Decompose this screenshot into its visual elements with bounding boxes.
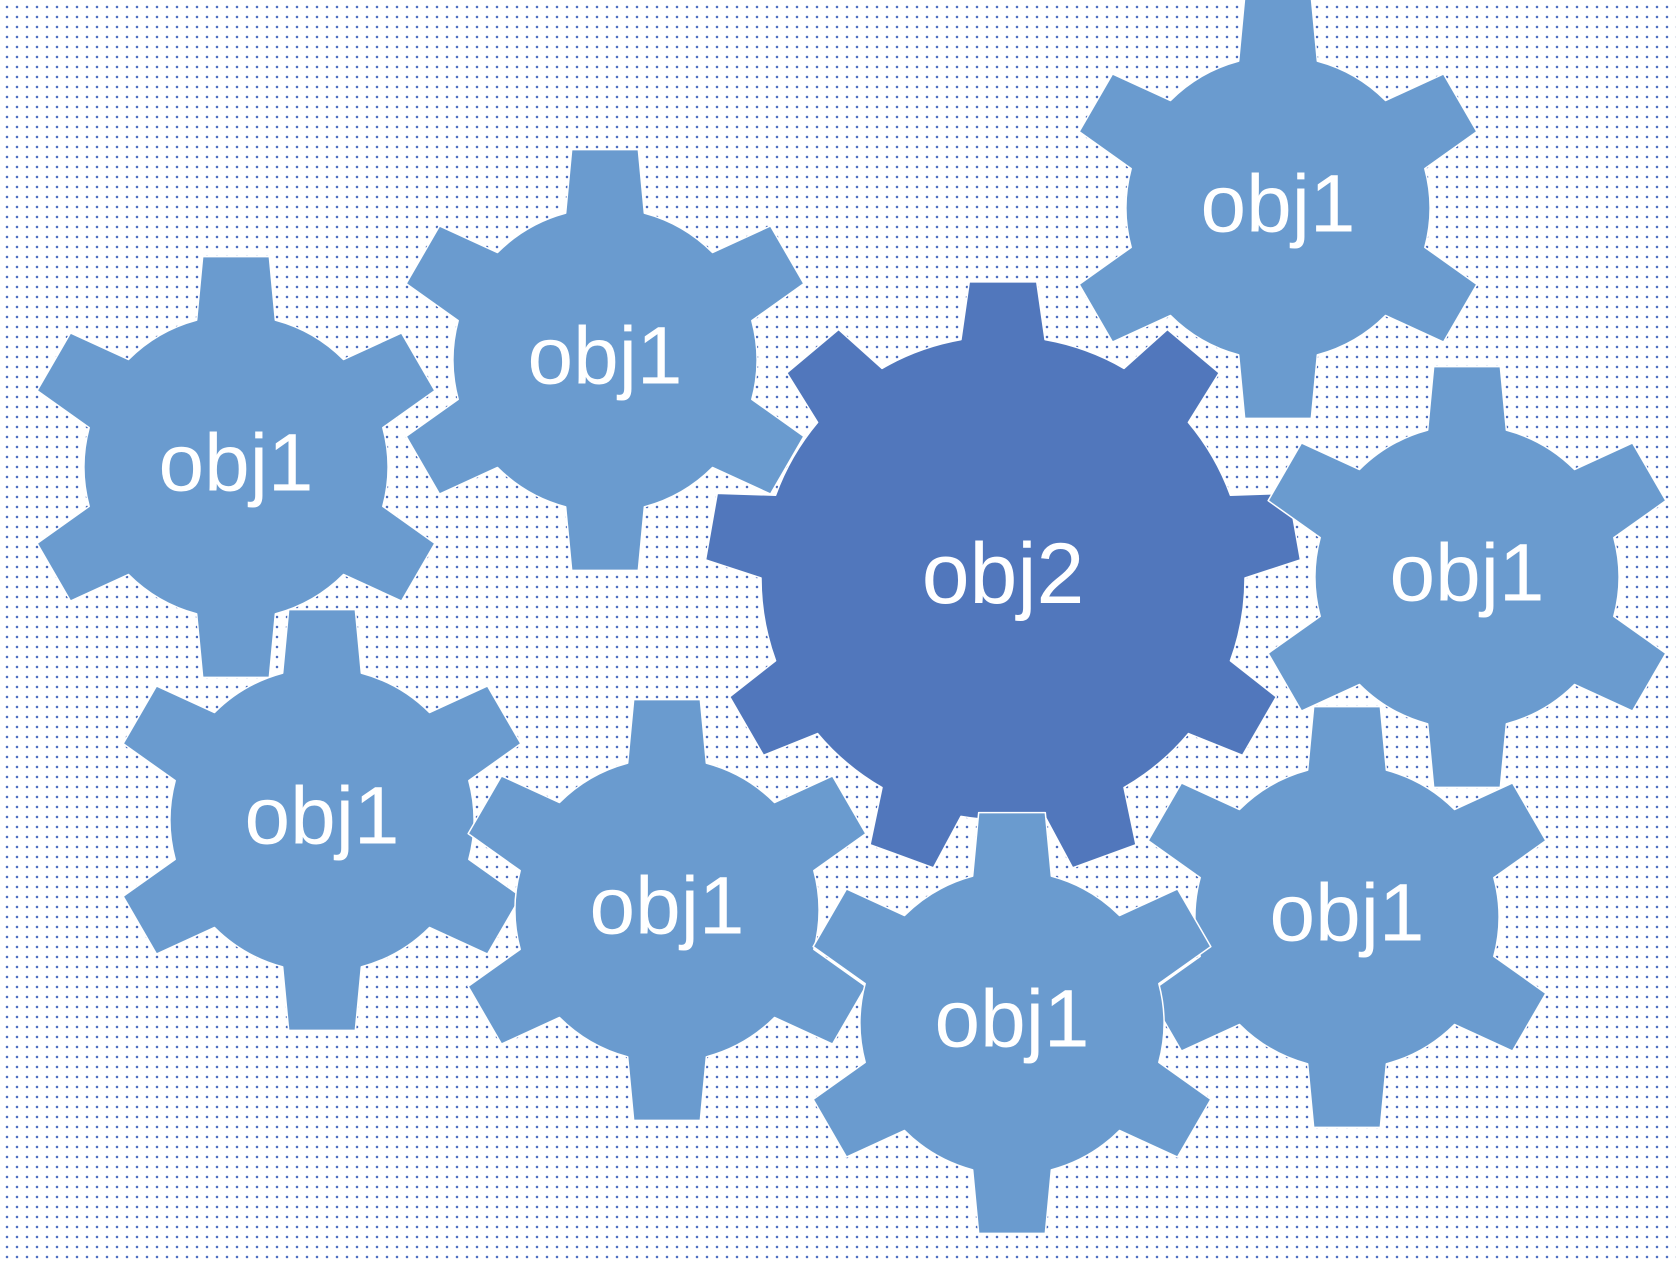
gear-label: obj1	[589, 861, 744, 952]
gear-shape	[36, 255, 436, 679]
small-gear: obj1	[467, 698, 867, 1122]
gear-label: obj1	[244, 771, 399, 862]
gear-shape	[122, 608, 522, 1032]
gear-label: obj1	[1269, 868, 1424, 959]
gear-label: obj2	[922, 526, 1085, 622]
gear-label: obj1	[527, 311, 682, 402]
gear-shape	[812, 811, 1212, 1235]
gear-label: obj1	[1200, 159, 1355, 250]
small-gear: obj1	[1267, 365, 1667, 789]
small-gear: obj1	[812, 811, 1212, 1235]
gear-shape	[1147, 705, 1547, 1129]
gear-shape	[1078, 0, 1478, 420]
gear-label: obj1	[158, 418, 313, 509]
gear-shape	[405, 148, 805, 572]
small-gear: obj1	[1078, 0, 1478, 420]
small-gear: obj1	[1147, 705, 1547, 1129]
small-gear: obj1	[122, 608, 522, 1032]
small-gear: obj1	[405, 148, 805, 572]
gear-label: obj1	[934, 974, 1089, 1065]
gear-shape	[1267, 365, 1667, 789]
gear-shape	[467, 698, 867, 1122]
gear-label: obj1	[1389, 528, 1544, 619]
small-gear: obj1	[36, 255, 436, 679]
large-gear: obj2	[704, 281, 1302, 869]
